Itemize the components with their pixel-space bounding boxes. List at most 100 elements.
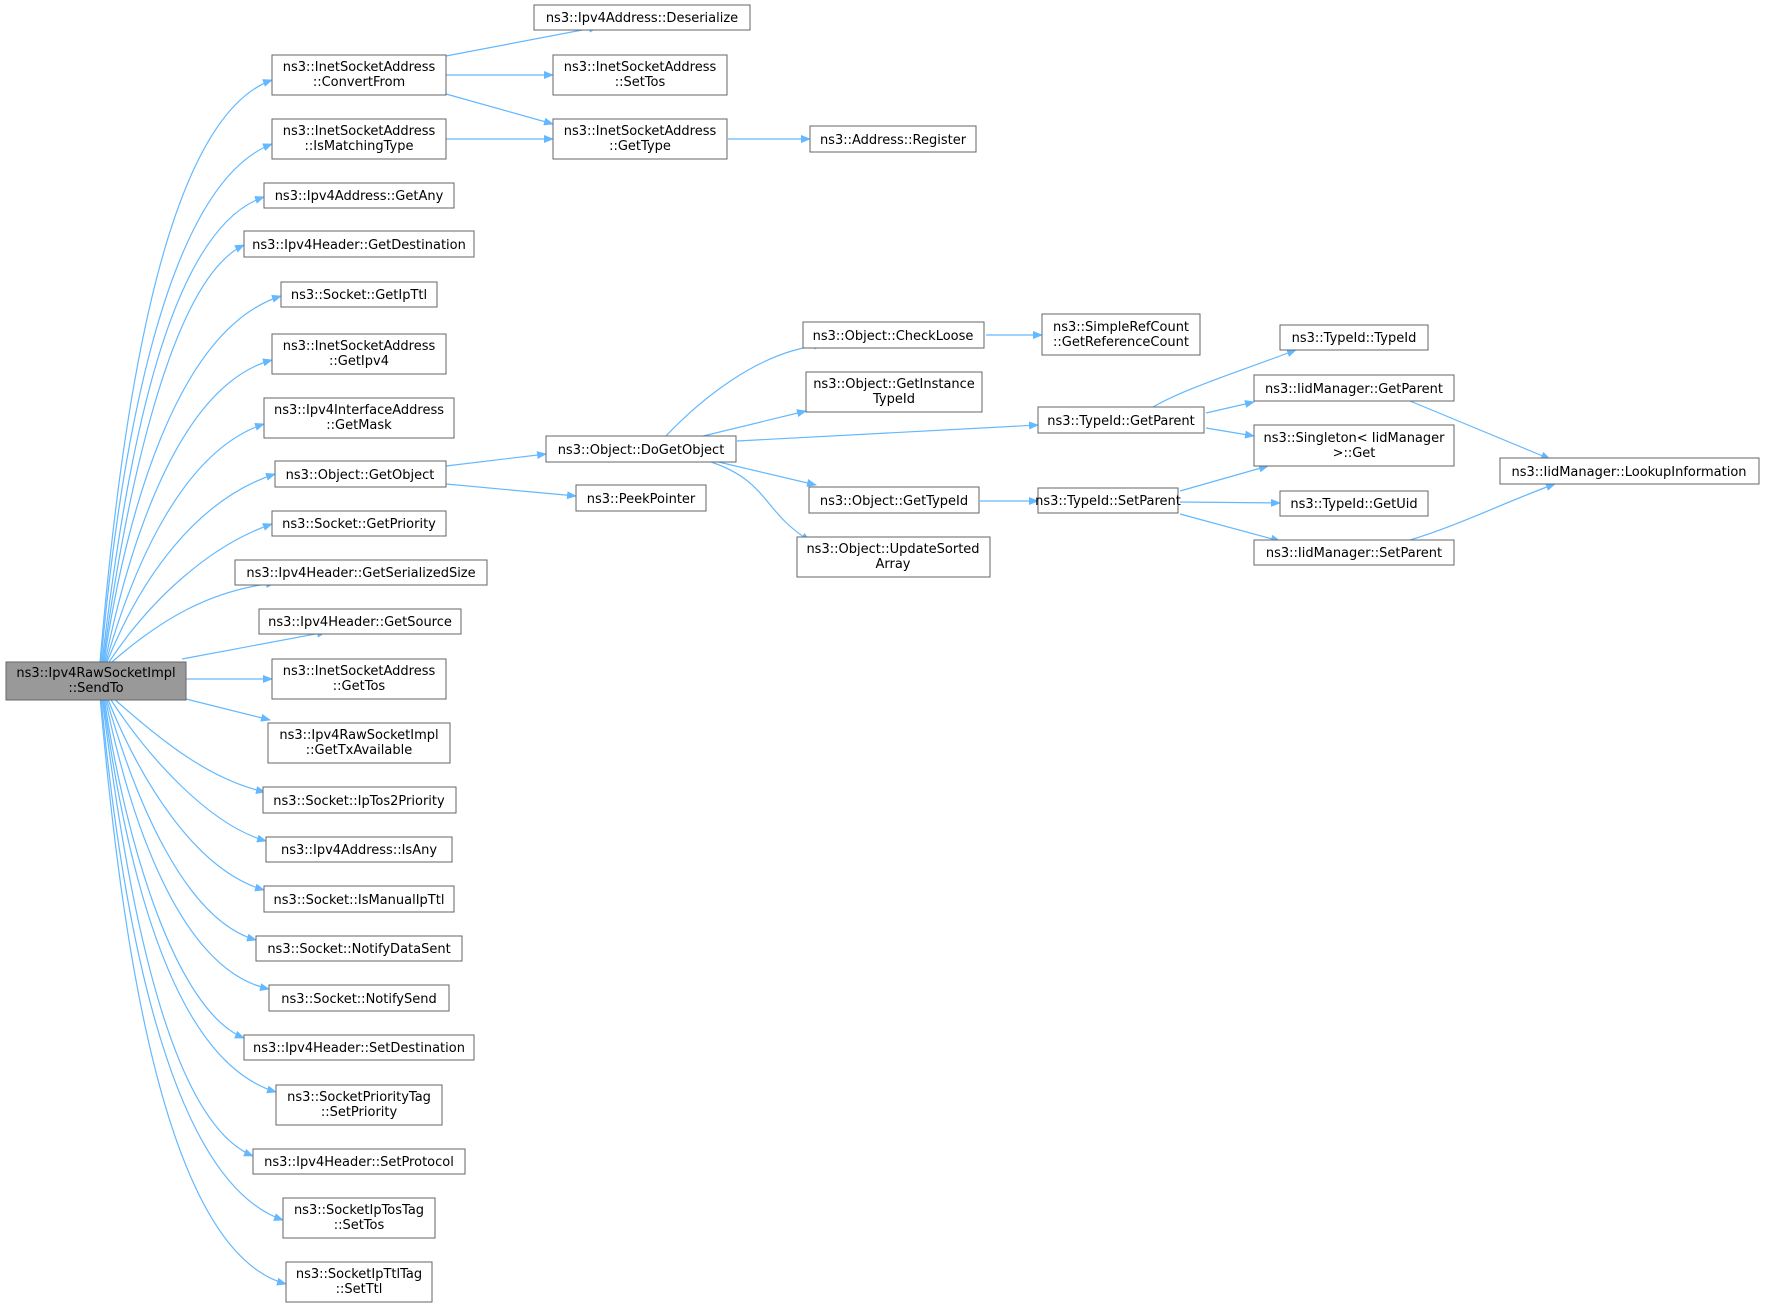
node-typeid-getparent[interactable]: ns3::TypeId::GetParent <box>1037 406 1205 434</box>
edge-dogetobject-checkloose <box>664 341 824 438</box>
edge-root-notifysend <box>104 696 270 992</box>
node-ipv4header-setprotocol[interactable]: ns3::Ipv4Header::SetProtocol <box>252 1148 466 1175</box>
node-label: ns3::TypeId::GetParent <box>1047 414 1195 429</box>
node-label: ns3::Object::GetTypeId <box>820 494 968 509</box>
node-simplerefcount-getreferencecount[interactable]: ns3::SimpleRefCount ::GetReferenceCount <box>1041 313 1201 356</box>
node-socketprioritytag-setpriority[interactable]: ns3::SocketPriorityTag ::SetPriority <box>275 1084 443 1126</box>
node-inetsocketaddress-ismatchingtype[interactable]: ns3::InetSocketAddress ::IsMatchingType <box>271 118 447 160</box>
node-object-gettypeid[interactable]: ns3::Object::GetTypeId <box>808 486 980 514</box>
node-label-line2: ::IsMatchingType <box>305 139 414 154</box>
node-label: ns3::Object::CheckLoose <box>813 329 974 344</box>
node-ipv4rawsocketimpl-sendto[interactable]: ns3::Ipv4RawSocketImpl ::SendTo <box>5 661 187 701</box>
edge-root-getpriority <box>108 523 273 663</box>
node-object-getobject[interactable]: ns3::Object::GetObject <box>274 460 447 488</box>
node-label-line1: ns3::InetSocketAddress <box>564 124 717 139</box>
node-iidmanager-setparent[interactable]: ns3::IidManager::SetParent <box>1253 539 1455 566</box>
node-object-checkloose[interactable]: ns3::Object::CheckLoose <box>802 321 985 349</box>
edge-setparent-iidmgr-setparent <box>1179 513 1281 543</box>
node-ipv4interfaceaddress-getmask[interactable]: ns3::Ipv4InterfaceAddress ::GetMask <box>263 397 455 439</box>
node-inetsocketaddress-gettype[interactable]: ns3::InetSocketAddress ::GetType <box>552 118 728 160</box>
node-label-line2: ::GetType <box>609 139 671 154</box>
edge-iidmgr-setparent-lookup <box>1409 483 1556 541</box>
node-object-getinstancetypeid[interactable]: ns3::Object::GetInstance TypeId <box>805 371 983 413</box>
node-label: ns3::Object::DoGetObject <box>558 443 725 458</box>
node-label: ns3::Ipv4Header::SetDestination <box>253 1041 465 1056</box>
edge-getparent-iidmgr-getparent <box>1205 400 1255 414</box>
node-label-line1: ns3::InetSocketAddress <box>564 60 717 75</box>
node-label-line2: ::SetTos <box>334 1218 385 1233</box>
node-label: ns3::TypeId::GetUid <box>1290 497 1417 512</box>
node-socket-getpriority[interactable]: ns3::Socket::GetPriority <box>271 510 447 537</box>
node-inetsocketaddress-settos[interactable]: ns3::InetSocketAddress ::SetTos <box>552 54 728 96</box>
edge-root-socketiptostag-settos <box>100 696 284 1221</box>
node-iidmanager-getparent[interactable]: ns3::IidManager::GetParent <box>1253 374 1455 402</box>
node-ipv4header-getserializedsize[interactable]: ns3::Ipv4Header::GetSerializedSize <box>234 559 488 586</box>
edge-dogetobject-updatesorted <box>704 459 811 542</box>
node-object-dogetobject[interactable]: ns3::Object::DoGetObject <box>545 435 737 463</box>
edge-root-setpriority <box>102 696 277 1094</box>
node-ipv4header-getdestination[interactable]: ns3::Ipv4Header::GetDestination <box>243 230 475 258</box>
node-object-updatesortedarray[interactable]: ns3::Object::UpdateSorted Array <box>796 536 991 578</box>
node-typeid-typeid[interactable]: ns3::TypeId::TypeId <box>1279 324 1429 351</box>
node-label: ns3::Socket::IsManualIpTtl <box>274 893 445 908</box>
edge-iidmgr-getparent-lookup <box>1409 400 1551 460</box>
node-label: ns3::Socket::IpTos2Priority <box>273 794 445 809</box>
node-socket-notifysend[interactable]: ns3::Socket::NotifySend <box>268 984 450 1012</box>
node-label-line1: ns3::SocketIpTtlTag <box>296 1267 422 1282</box>
node-label-line1: ns3::Object::UpdateSorted <box>806 542 979 557</box>
node-label: ns3::Socket::GetPriority <box>282 517 436 532</box>
node-label-line2: ::GetReferenceCount <box>1053 335 1189 350</box>
node-label: ns3::Ipv4Header::GetSerializedSize <box>246 566 475 581</box>
node-label-line1: ns3::Ipv4RawSocketImpl <box>16 666 175 681</box>
edge-root-notifydatasent <box>105 696 257 942</box>
node-label: ns3::TypeId::SetParent <box>1035 494 1181 509</box>
node-inetsocketaddress-convertfrom[interactable]: ns3::InetSocketAddress ::ConvertFrom <box>271 54 447 96</box>
node-inetsocketaddress-gettos[interactable]: ns3::InetSocketAddress ::GetTos <box>271 658 447 700</box>
node-socket-notifydatasent[interactable]: ns3::Socket::NotifyDataSent <box>255 935 463 962</box>
node-label-line2: ::SetPriority <box>321 1105 398 1120</box>
edge-convertfrom-deserialize <box>445 24 599 57</box>
edge-dogetobject-getinstancetypeid <box>698 409 807 438</box>
node-socketiptostag-settos[interactable]: ns3::SocketIpTosTag ::SetTos <box>282 1197 436 1239</box>
node-socket-getipttl[interactable]: ns3::Socket::GetIpTtl <box>280 281 438 308</box>
node-label: ns3::IidManager::GetParent <box>1265 382 1443 397</box>
node-ipv4rawsocketimpl-gettxavailable[interactable]: ns3::Ipv4RawSocketImpl ::GetTxAvailable <box>267 722 451 764</box>
node-label-line2: ::SendTo <box>68 681 123 696</box>
node-iidmanager-lookupinformation[interactable]: ns3::IidManager::LookupInformation <box>1499 457 1760 485</box>
edge-root-getobject <box>106 472 276 663</box>
node-address-register[interactable]: ns3::Address::Register <box>809 125 977 153</box>
node-ipv4address-isany[interactable]: ns3::Ipv4Address::IsAny <box>265 836 453 863</box>
edge-root-getipttl <box>103 294 282 663</box>
node-label-line1: ns3::InetSocketAddress <box>283 124 436 139</box>
node-label: ns3::Ipv4Header::GetSource <box>268 615 452 630</box>
node-label: ns3::Socket::NotifyDataSent <box>267 942 450 957</box>
node-socketipttltag-setttl[interactable]: ns3::SocketIpTtlTag ::SetTtl <box>285 1261 433 1303</box>
node-label: ns3::Object::GetObject <box>286 468 435 483</box>
node-label-line2: ::GetTxAvailable <box>306 743 412 758</box>
node-label-line1: ns3::Singleton< IidManager <box>1263 431 1445 446</box>
node-label-line1: ns3::InetSocketAddress <box>283 664 436 679</box>
node-peekpointer[interactable]: ns3::PeekPointer <box>575 484 707 512</box>
edge-root-ismanualipttl <box>106 696 265 892</box>
node-ipv4header-setdestination[interactable]: ns3::Ipv4Header::SetDestination <box>243 1034 475 1061</box>
node-label: ns3::TypeId::TypeId <box>1292 331 1417 346</box>
node-singleton-iidmanager-get[interactable]: ns3::Singleton< IidManager >::Get <box>1253 424 1455 467</box>
node-ipv4header-getsource[interactable]: ns3::Ipv4Header::GetSource <box>258 608 462 635</box>
node-inetsocketaddress-getipv4[interactable]: ns3::InetSocketAddress ::GetIpv4 <box>271 333 447 375</box>
node-label: ns3::Address::Register <box>820 133 967 148</box>
node-typeid-getuid[interactable]: ns3::TypeId::GetUid <box>1279 490 1429 517</box>
node-socket-iptos2priority[interactable]: ns3::Socket::IpTos2Priority <box>262 786 457 814</box>
node-socket-ismanualipttl[interactable]: ns3::Socket::IsManualIpTtl <box>263 885 455 913</box>
edge-root-getserializedsize <box>111 579 276 663</box>
node-label-line1: ns3::InetSocketAddress <box>283 339 436 354</box>
edge-getobject-peekpointer <box>445 483 577 500</box>
node-label-line2: ::SetTos <box>615 75 666 90</box>
node-ipv4address-getany[interactable]: ns3::Ipv4Address::GetAny <box>263 182 455 209</box>
node-ipv4address-deserialize[interactable]: ns3::Ipv4Address::Deserialize <box>533 4 751 31</box>
edge-root-isany <box>108 696 267 843</box>
node-typeid-setparent[interactable]: ns3::TypeId::SetParent <box>1035 487 1181 514</box>
node-label-line1: ns3::InetSocketAddress <box>283 60 436 75</box>
node-label: ns3::IidManager::LookupInformation <box>1511 465 1746 480</box>
node-label-line1: ns3::Object::GetInstance <box>813 377 975 392</box>
edge-setparent-singleton <box>1179 464 1269 492</box>
